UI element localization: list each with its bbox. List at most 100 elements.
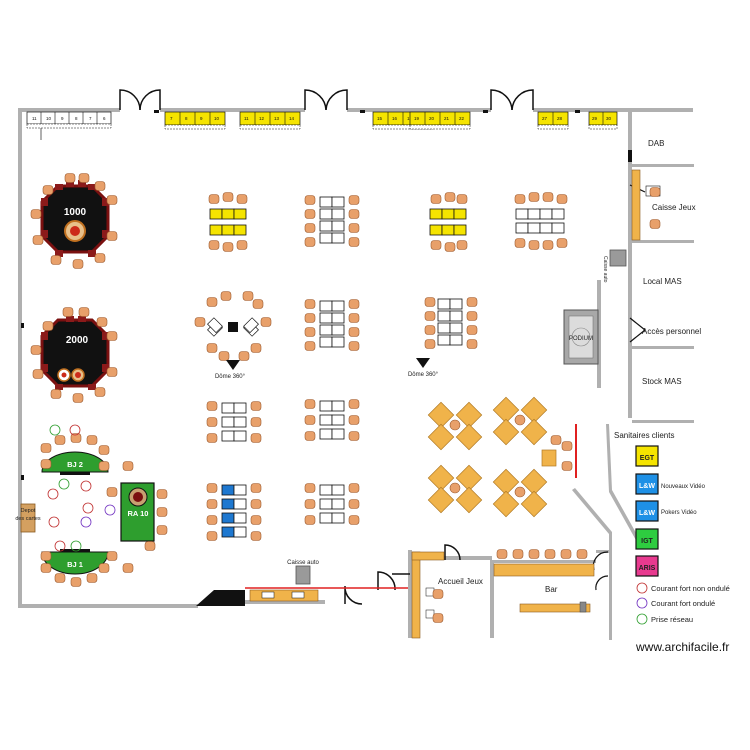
slot-bank-white-g [206, 401, 262, 443]
slot-label: 7 [89, 116, 92, 121]
slot-label: 28 [557, 116, 563, 121]
door-accueil[interactable] [444, 544, 461, 561]
top-slots-yellow-1: 7 8 9 10 [164, 111, 226, 130]
accueil-jeux: Accueil Jeux [411, 551, 483, 639]
slot-label: 11 [32, 116, 37, 121]
dome-label-right: Dôme 360° [408, 372, 439, 378]
caisse-auto: Caisse auto [249, 560, 320, 602]
top-slots-yellow-5: 27 28 [537, 111, 569, 130]
door-top-2[interactable] [304, 89, 348, 111]
room-stock-mas: Stock MAS [642, 377, 682, 386]
table-label-ra10: RA 10 [128, 509, 149, 518]
door-sanitaires[interactable] [592, 551, 609, 591]
legend-igt: IGT [641, 538, 653, 545]
caisse-jeux: Caisse Jeux [631, 169, 696, 241]
ramp [196, 590, 245, 606]
slot-label: 11 [244, 116, 249, 121]
table-label-2000: 2000 [66, 335, 89, 346]
slot-bank-yellow-a [208, 192, 248, 252]
slot-label: 10 [46, 116, 52, 121]
slot-label: 12 [259, 116, 265, 121]
blackjack-table-1[interactable]: BJ 1 [41, 549, 109, 575]
depot-label-1: Depot [21, 508, 36, 514]
caisse-auto-vertical: Caisse auto [602, 249, 627, 283]
room-sanitaires: Sanitaires clients [614, 431, 674, 440]
dome-label-left: Dôme 360° [215, 374, 246, 380]
bar: Bar [493, 549, 595, 613]
table-label-1000: 1000 [64, 207, 87, 218]
poker-table-1000[interactable]: 1000 [40, 180, 110, 257]
room-caisse-jeux: Caisse Jeux [652, 203, 696, 212]
slot-label: 8 [75, 116, 78, 121]
bar-tables [427, 396, 573, 518]
slot-label: 10 [214, 116, 220, 121]
slot-bank-yellow-c [429, 192, 468, 252]
door-top-3[interactable] [490, 89, 534, 111]
door-bottom[interactable] [344, 571, 410, 605]
table-label-bj2: BJ 2 [67, 460, 83, 469]
room-acces-personnel: Accès personnel [642, 327, 701, 336]
legend-lw-2: L&W [639, 510, 655, 517]
slot-bank-white-h [304, 399, 360, 441]
blackjack-table-2[interactable]: BJ 2 [41, 451, 109, 475]
slot-label: 21 [444, 116, 450, 121]
legend-egt: EGT [640, 455, 655, 462]
power-outlet-icons [47, 424, 116, 552]
top-slots-yellow-6: 29 30 [588, 111, 618, 130]
top-slots-white: 11 10 9 8 7 6 [26, 111, 112, 129]
power-non-ondule-icon [636, 582, 648, 594]
door-top-1[interactable] [119, 89, 161, 111]
legend-lw-2-desc: Pokers Vidéo [661, 510, 697, 516]
legend-prise-reseau: Prise réseau [651, 615, 693, 624]
slot-label: 20 [429, 116, 435, 121]
caisse-auto-vertical-label: Caisse auto [602, 256, 608, 283]
slot-label: 8 [185, 116, 188, 121]
room-bar: Bar [545, 585, 558, 594]
slot-label: 29 [592, 116, 598, 121]
slot-bank-white-j [304, 483, 360, 525]
legend-courant-ondule: Courant fort ondulé [651, 599, 715, 608]
slot-label: 9 [200, 116, 203, 121]
room-accueil-jeux: Accueil Jeux [438, 577, 483, 586]
slot-label: 7 [170, 116, 173, 121]
slot-bank-white-d [514, 192, 568, 250]
network-socket-icon [636, 613, 648, 625]
caisse-auto-label: Caisse auto [287, 560, 319, 566]
slot-bank-white-b [304, 195, 360, 247]
top-slots-yellow-2: 11 12 13 14 [239, 111, 301, 130]
legend-aris: ARIS [639, 565, 656, 572]
slot-bank-white-e [304, 299, 360, 351]
slot-label: 13 [274, 116, 280, 121]
slot-label: 16 [392, 116, 398, 121]
depot-des-cartes: Depot des cartes [15, 503, 41, 533]
top-slots-yellow-4: 19 20 21 22 [409, 111, 471, 130]
dome-360-right: Dôme 360° [408, 358, 439, 378]
power-ondule-icon [636, 597, 648, 609]
legend-lw-1-desc: Nouveaux Vidéo [661, 484, 706, 490]
legend-courant-non-ondule: Courant fort non ondulé [651, 584, 730, 593]
slot-label: 22 [459, 116, 465, 121]
slot-bank-blue-i [206, 483, 262, 541]
slot-label: 30 [606, 116, 612, 121]
room-dab: DAB [648, 139, 664, 148]
walls [18, 108, 694, 640]
slot-label: 15 [377, 116, 383, 121]
podium: PODIUM [563, 309, 599, 365]
roulette-table-ra10[interactable]: RA 10 [120, 482, 155, 542]
table-label-bj1: BJ 1 [67, 560, 83, 569]
slot-label: 9 [61, 116, 64, 121]
podium-label: PODIUM [569, 336, 593, 342]
watermark: www.archifacile.fr [636, 640, 730, 654]
slot-label: 19 [414, 116, 420, 121]
legend-lw-1: L&W [639, 483, 655, 490]
slot-bank-white-f [424, 297, 478, 349]
slot-label: 27 [542, 116, 548, 121]
room-local-mas: Local MAS [643, 277, 682, 286]
dome-360-left: Dôme 360° [215, 360, 246, 380]
slot-label: 6 [103, 116, 106, 121]
poker-table-2000[interactable]: 2000 [40, 316, 110, 390]
legend: EGT L&W Nouveaux Vidéo L&W Pokers Vidéo … [635, 445, 730, 625]
depot-label-2: des cartes [15, 516, 41, 522]
slot-label: 14 [289, 116, 295, 121]
